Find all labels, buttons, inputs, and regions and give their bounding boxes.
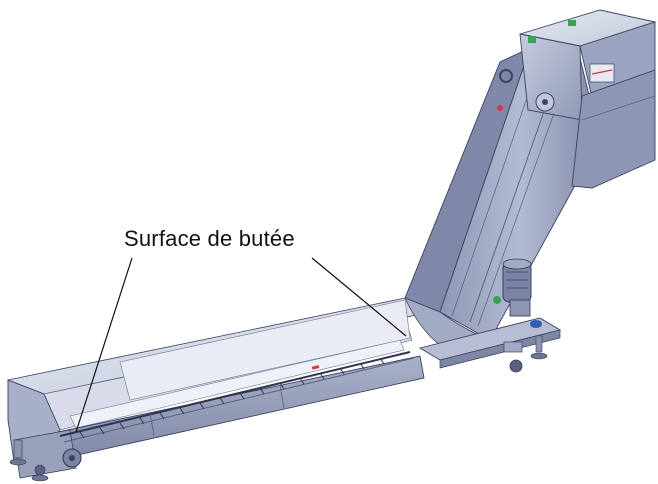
red-marker <box>311 365 320 370</box>
trough-left-end-side <box>13 429 77 479</box>
chain-track <box>59 351 415 443</box>
conveyor-incline <box>404 47 601 369</box>
leader-line-right <box>311 257 407 337</box>
green-cap-1 <box>528 36 536 43</box>
conveyor-head <box>497 9 657 189</box>
callout-leaders <box>75 257 407 433</box>
conveyor-trough <box>6 297 442 482</box>
discharge-hopper <box>571 69 656 189</box>
green-cap-2 <box>568 20 576 26</box>
right-casters <box>503 335 548 373</box>
red-indicator <box>497 105 503 111</box>
trough-cover-plate <box>69 339 405 429</box>
motor-blue-cap <box>530 320 542 328</box>
drive-motor <box>493 258 542 328</box>
motor-green-fitting <box>493 296 501 304</box>
left-feet <box>9 439 49 482</box>
lifting-eye <box>499 69 513 83</box>
leader-line-left <box>75 257 133 433</box>
head-window <box>589 63 615 83</box>
callout-label-surface-de-butee: Surface de butée <box>124 226 295 251</box>
trough-slanted-plate <box>119 299 411 401</box>
